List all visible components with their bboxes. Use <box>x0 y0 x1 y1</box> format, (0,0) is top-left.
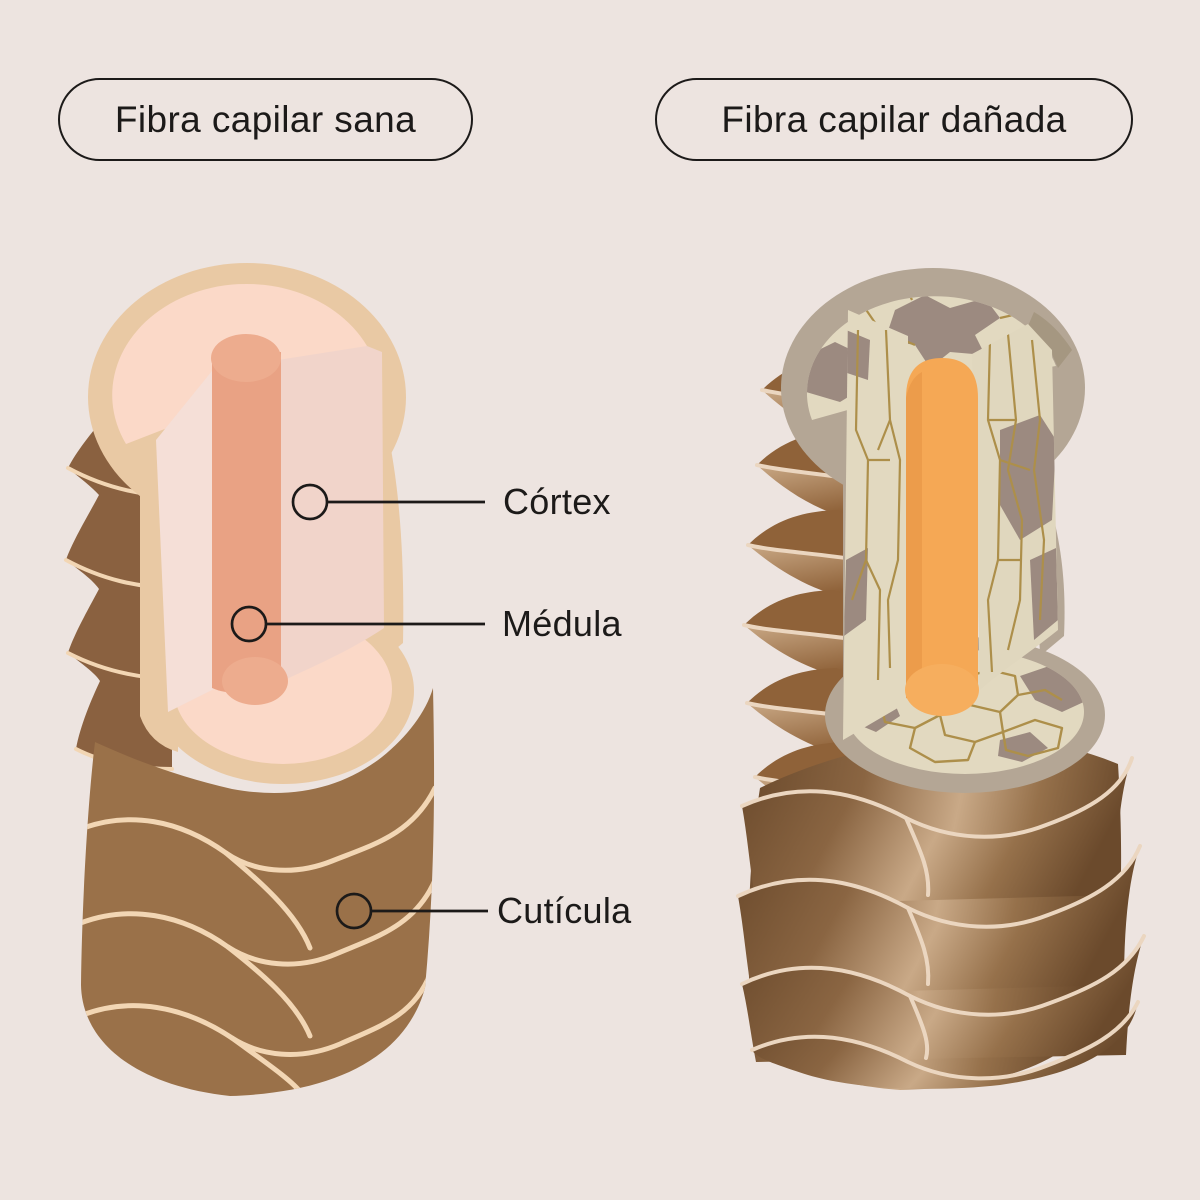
healthy-cortex-face-right <box>278 346 384 682</box>
callout-cuticula: Cutícula <box>335 890 632 931</box>
damaged-flap <box>746 510 862 600</box>
label-cortex: Córtex <box>503 481 611 522</box>
damaged-cortex-face-left <box>843 310 908 740</box>
damaged-cuticle-scales <box>736 737 1146 1090</box>
healthy-cuticle-scales <box>81 688 435 1096</box>
healthy-fiber-illustration <box>64 263 435 1096</box>
healthy-fiber-title-pill: Fibra capilar sana <box>58 78 473 161</box>
damaged-fiber-illustration <box>736 268 1146 1090</box>
damaged-fiber-title-pill: Fibra capilar dañada <box>655 78 1133 161</box>
label-cuticula: Cutícula <box>497 890 632 931</box>
healthy-fiber-title: Fibra capilar sana <box>114 98 417 140</box>
damaged-flap <box>742 590 862 680</box>
healthy-medulla <box>211 334 288 705</box>
damaged-medulla <box>905 358 979 716</box>
damaged-rim-side <box>1028 312 1072 368</box>
healthy-shell-right-band <box>378 402 404 661</box>
healthy-cortex-face-left <box>156 366 216 712</box>
damaged-cortex-cracks <box>844 329 1058 681</box>
label-medula: Médula <box>502 603 623 644</box>
damaged-fiber-title: Fibra capilar dañada <box>721 98 1067 140</box>
callout-cortex: Córtex <box>291 481 611 522</box>
callout-medula: Médula <box>230 603 623 644</box>
